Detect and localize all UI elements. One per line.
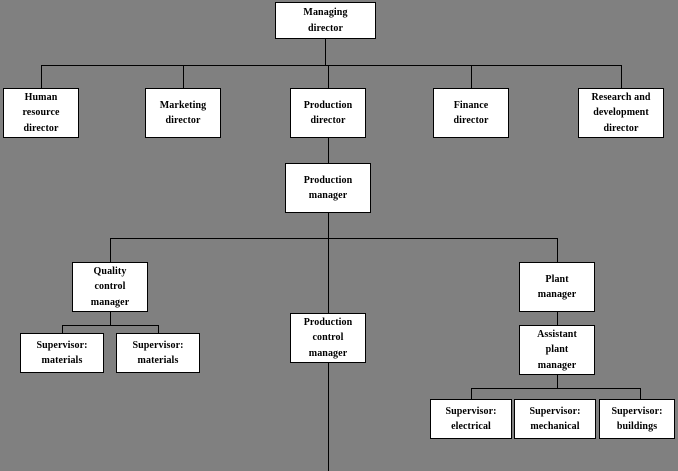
connector-bus-level-3 xyxy=(110,238,557,239)
connector-bus1-to-marketing xyxy=(183,65,184,89)
connector-production-manager-drop xyxy=(328,213,329,239)
connector-bus1-to-production xyxy=(328,65,329,89)
org-node-label-line: Quality xyxy=(93,265,127,277)
org-node-assistant-plant-manager[interactable]: Assistant plant manager xyxy=(519,325,595,375)
org-node-supervisor-mechanical[interactable]: Supervisor: mechanical xyxy=(514,399,596,439)
org-node-label-line: manager xyxy=(308,190,348,201)
connector-bus1-to-finance xyxy=(471,65,472,89)
org-node-label-line: director xyxy=(453,115,489,126)
org-node-label-line: Supervisor: xyxy=(445,405,497,417)
connector-bus-supervisors-materials xyxy=(62,325,158,326)
org-node-plant-manager[interactable]: Plant manager xyxy=(519,262,595,312)
org-node-label-line: plant xyxy=(545,344,569,356)
org-node-managing-director[interactable]: Managing director xyxy=(275,2,376,39)
org-node-label-line: Plant xyxy=(545,273,569,285)
org-node-label-line: director xyxy=(165,115,201,126)
connector-assistant-drop xyxy=(557,375,558,388)
org-node-label-line: director xyxy=(603,122,639,134)
connector-bus3-to-sup-mat-2 xyxy=(158,325,159,334)
org-node-finance-director[interactable]: Finance director xyxy=(433,88,509,138)
connector-bus-supervisors-plant xyxy=(471,388,640,389)
org-node-label-line: Research and xyxy=(591,91,651,103)
org-node-label-line: Supervisor: xyxy=(529,405,581,417)
org-node-label-line: Production xyxy=(303,316,353,328)
org-node-supervisor-buildings[interactable]: Supervisor: buildings xyxy=(599,399,675,439)
org-node-label-line: materials xyxy=(137,355,179,366)
org-node-label-line: Managing xyxy=(303,7,348,18)
org-node-label-line: control xyxy=(94,281,126,293)
org-node-label-line: buildings xyxy=(616,421,658,432)
org-node-label-line: resource xyxy=(22,107,60,119)
org-node-label-line: development xyxy=(593,107,649,119)
org-node-marketing-director[interactable]: Marketing director xyxy=(145,88,221,138)
connector-bus2-to-plant xyxy=(557,238,558,263)
org-node-label-line: electrical xyxy=(451,421,491,432)
connector-bus1-to-hr xyxy=(41,65,42,89)
org-node-label-line: Marketing xyxy=(159,99,207,111)
org-node-label-line: Human xyxy=(24,91,58,103)
org-node-label-line: manager xyxy=(537,289,577,300)
connector-production-director-to-manager xyxy=(328,138,329,164)
connector-bus1-to-rnd xyxy=(621,65,622,89)
connector-bus-level-1 xyxy=(41,65,621,66)
org-node-label-line: Production xyxy=(303,99,353,111)
connector-bus2-to-quality xyxy=(110,238,111,263)
org-node-label-line: materials xyxy=(41,355,83,366)
org-node-label-line: manager xyxy=(90,296,130,308)
org-node-production-control-manager[interactable]: Production control manager xyxy=(290,313,366,363)
org-node-label-line: manager xyxy=(308,347,348,359)
org-node-supervisor-materials-2[interactable]: Supervisor: materials xyxy=(116,333,200,373)
org-node-label-line: director xyxy=(310,115,346,126)
connector-bus3-to-sup-mat-1 xyxy=(62,325,63,334)
org-node-production-manager[interactable]: Production manager xyxy=(285,163,371,213)
org-node-research-and-development-director[interactable]: Research and development director xyxy=(578,88,664,138)
org-node-label-line: control xyxy=(312,332,344,344)
connector-bus4-to-buildings xyxy=(640,388,641,400)
org-node-label-line: director xyxy=(307,22,344,34)
connector-quality-drop xyxy=(110,312,111,325)
org-node-quality-control-manager[interactable]: Quality control manager xyxy=(72,262,148,312)
org-node-label-line: Assistant xyxy=(537,328,577,340)
org-node-label-line: Supervisor: xyxy=(36,339,88,351)
org-node-label-line: Production xyxy=(303,174,353,186)
org-node-label-line: Finance xyxy=(453,99,489,111)
org-node-supervisor-materials-1[interactable]: Supervisor: materials xyxy=(20,333,104,373)
org-node-human-resource-director[interactable]: Human resource director xyxy=(3,88,79,138)
org-node-label-line: Supervisor: xyxy=(132,339,184,351)
org-node-label-line: director xyxy=(23,122,59,134)
org-node-label-line: mechanical xyxy=(530,421,580,432)
org-node-production-director[interactable]: Production director xyxy=(290,88,366,138)
org-node-label-line: Supervisor: xyxy=(611,405,663,417)
connector-bus4-to-electrical xyxy=(471,388,472,400)
org-node-supervisor-electrical[interactable]: Supervisor: electrical xyxy=(430,399,512,439)
connector-md-drop xyxy=(325,39,326,66)
org-node-label-line: manager xyxy=(537,359,577,371)
connector-plant-to-assistant xyxy=(557,312,558,326)
